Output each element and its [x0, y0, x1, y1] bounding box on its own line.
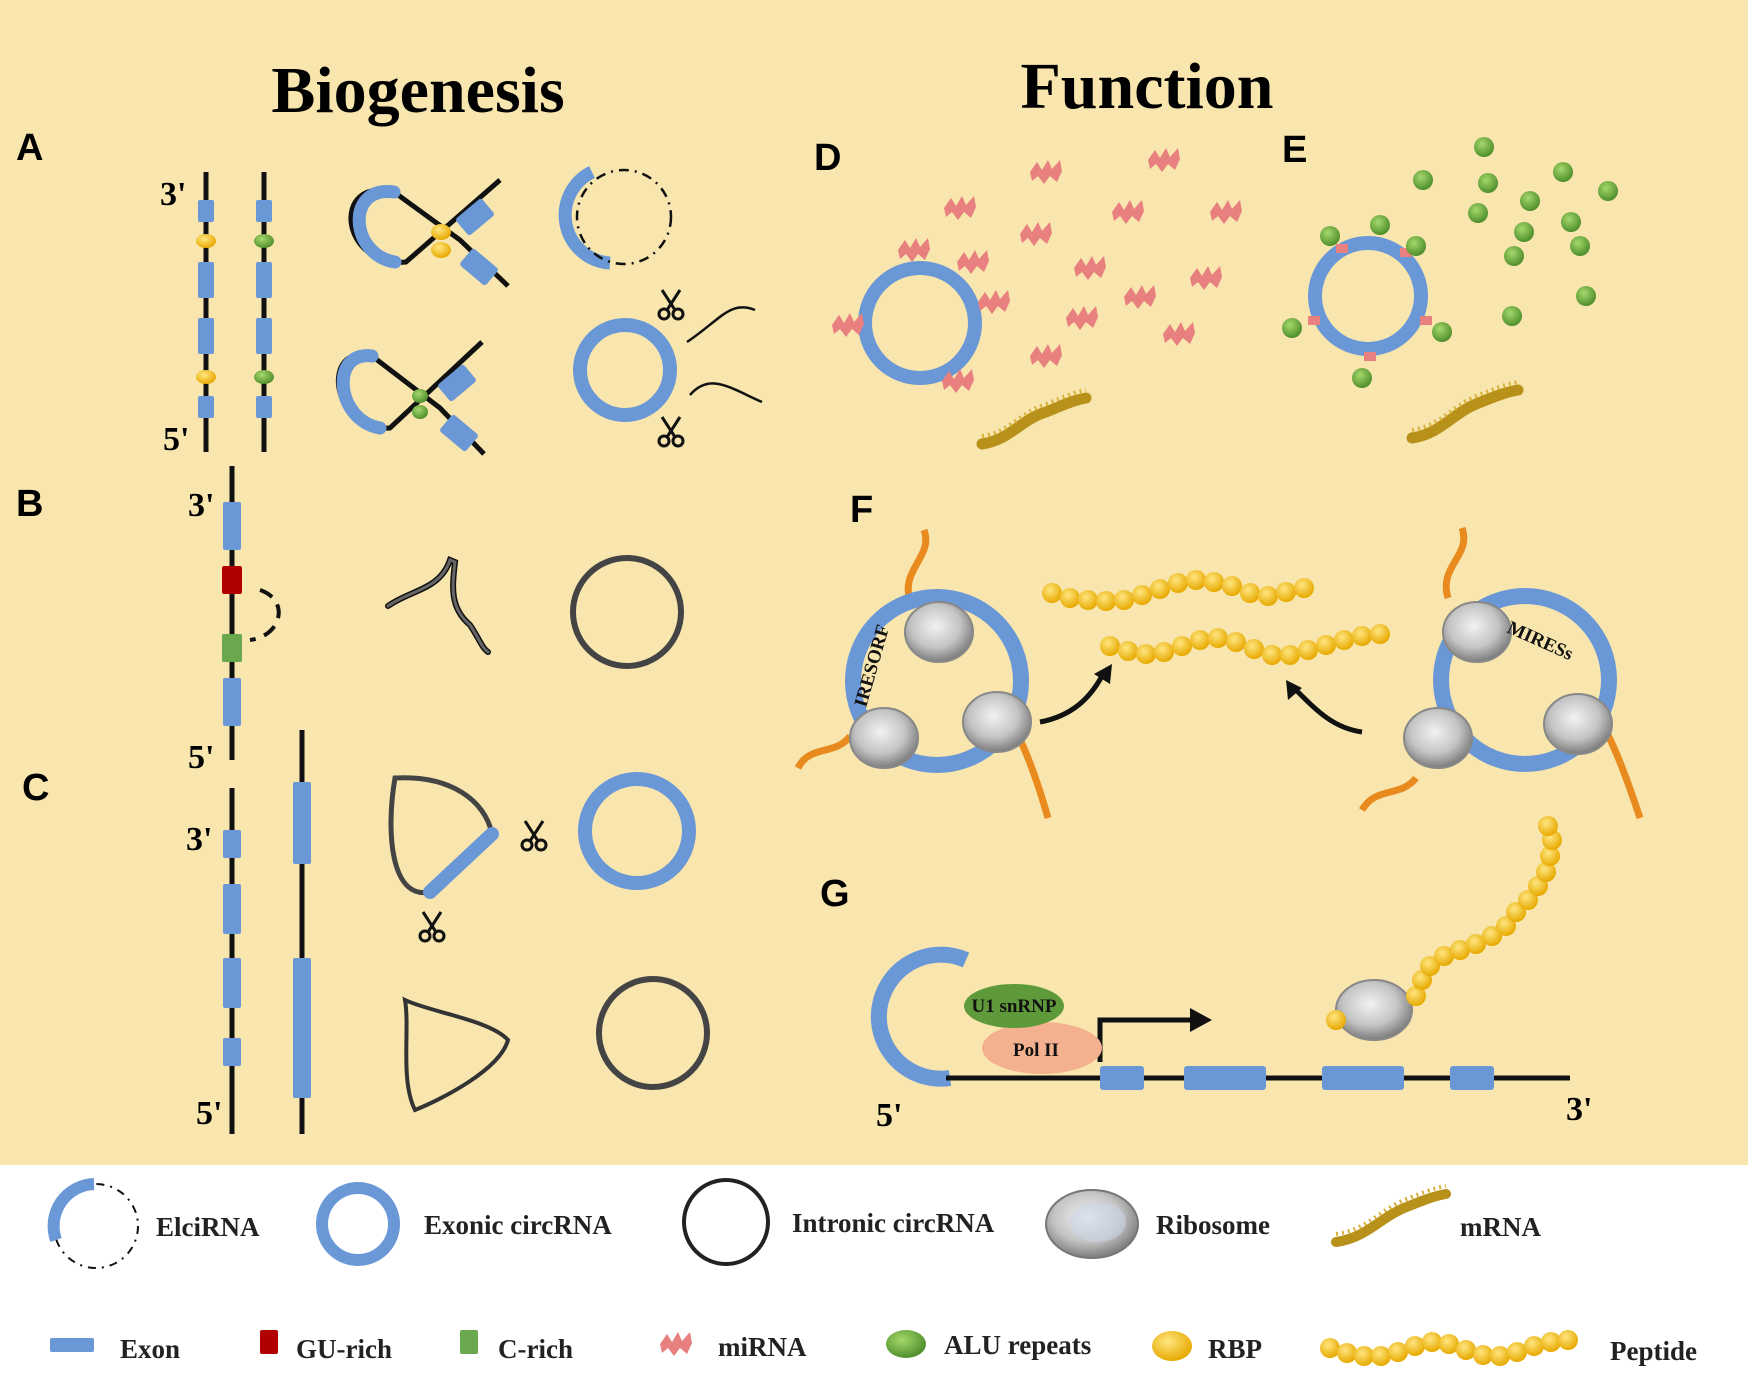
legend-rbp-label: RBP [1208, 1334, 1262, 1364]
biogenesis-heading: Biogenesis [271, 54, 564, 127]
panel-b-diagram: 3' 5' [188, 466, 684, 776]
legend-intronic-label: Intronic circRNA [792, 1208, 995, 1238]
legend-c-rich-label: C-rich [498, 1334, 573, 1364]
panel-d-mirna-sponge [832, 148, 1242, 450]
pol-ii-label: Pol II [1013, 1040, 1059, 1061]
panel-label-c: C [22, 767, 49, 809]
panel-g-five-prime: 5' [876, 1097, 902, 1134]
panel-a-three-prime: 3' [160, 176, 186, 213]
legend-mrna: mRNA [1331, 1184, 1541, 1247]
panel-c-three-prime: 3' [186, 821, 212, 858]
legend: ElciRNA Exonic circRNA Intronic circRNA … [47, 1178, 1697, 1366]
legend-mirna-label: miRNA [718, 1332, 807, 1362]
legend-intronic-circrna: Intronic circRNA [682, 1178, 995, 1266]
panel-e-protein-sponge [1282, 137, 1618, 444]
legend-rbp: RBP [1152, 1331, 1262, 1364]
panel-label-a: A [16, 127, 43, 169]
panel-g-transcription: U1 snRNP Pol II 5' 3' [870, 816, 1592, 1134]
panel-label-f: F [850, 489, 873, 531]
panel-a-diagram: 3' 5' [160, 166, 763, 458]
legend-gu-rich: GU-rich [260, 1330, 392, 1364]
legend-exonic-label: Exonic circRNA [424, 1210, 612, 1240]
legend-ribosome-label: Ribosome [1156, 1210, 1270, 1240]
legend-gu-rich-label: GU-rich [296, 1334, 392, 1364]
legend-c-rich: C-rich [460, 1330, 573, 1364]
panel-c-diagram: 3' 5' [186, 730, 710, 1134]
legend-exonic-circrna: Exonic circRNA [316, 1182, 612, 1266]
panel-b-three-prime: 3' [188, 487, 214, 524]
panel-f-translation: IRESORF MIRESs [794, 526, 1644, 820]
panel-c-five-prime: 5' [196, 1095, 222, 1132]
u1-snrnp-label: U1 snRNP [972, 996, 1057, 1017]
panel-a-five-prime: 5' [163, 421, 189, 458]
legend-peptide: Peptide [1320, 1330, 1697, 1366]
panel-g-three-prime: 3' [1566, 1091, 1592, 1128]
function-heading: Function [1020, 50, 1273, 123]
panel-label-g: G [820, 873, 850, 915]
panel-label-d: D [814, 137, 841, 179]
legend-alu-label: ALU repeats [944, 1330, 1091, 1360]
legend-alu-repeats: ALU repeats [886, 1330, 1091, 1360]
diagram-background [0, 0, 1748, 1165]
panel-b-five-prime: 5' [188, 739, 214, 776]
legend-exon-label: Exon [120, 1334, 180, 1364]
legend-elcirna: ElciRNA [47, 1178, 260, 1269]
legend-peptide-label: Peptide [1610, 1336, 1697, 1366]
legend-mirna: miRNA [660, 1332, 807, 1362]
legend-mrna-label: mRNA [1460, 1212, 1541, 1242]
panel-label-e: E [1282, 129, 1307, 171]
legend-ribosome: Ribosome [1045, 1189, 1270, 1259]
panel-label-b: B [16, 483, 43, 525]
legend-elcirna-label: ElciRNA [156, 1212, 260, 1242]
legend-exon: Exon [50, 1334, 180, 1364]
